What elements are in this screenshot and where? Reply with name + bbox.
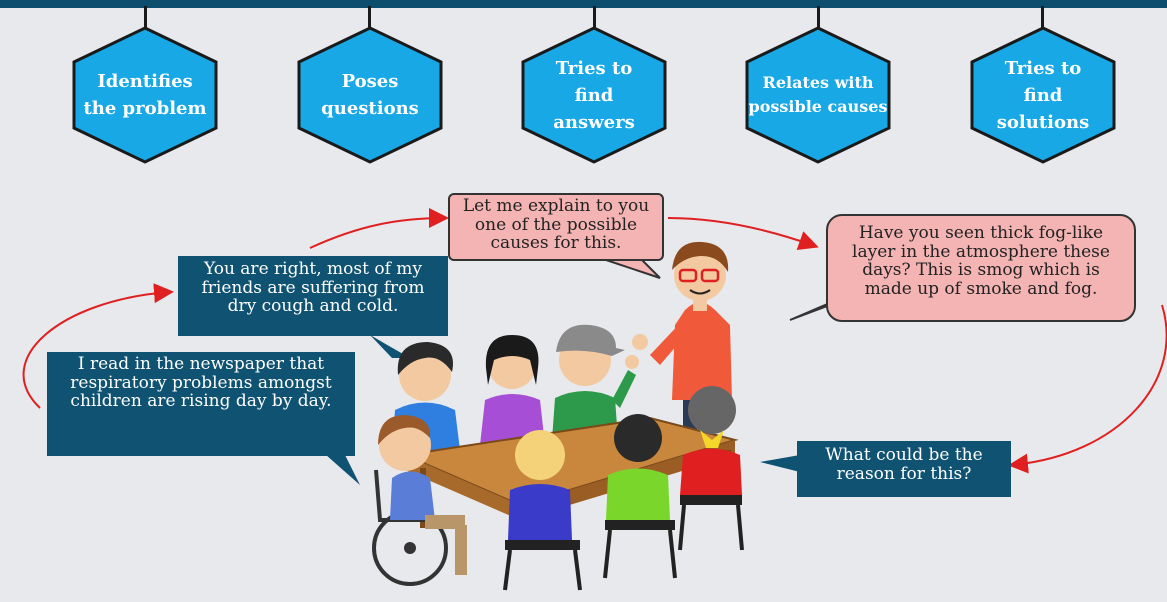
step-label: Poses questions	[321, 71, 419, 119]
bubble-tail	[760, 455, 800, 472]
step-connector	[144, 6, 147, 34]
wheelchair-child	[372, 415, 467, 586]
cycle-arrow	[309, 208, 449, 249]
child-figure	[480, 335, 545, 445]
child-figure	[503, 430, 582, 591]
bubble-tail	[599, 257, 661, 279]
top-bar	[0, 0, 1167, 8]
cycle-arrow	[1008, 304, 1167, 474]
child-figure	[678, 386, 744, 551]
step-hexagon-answers: Tries to find answers	[519, 26, 669, 164]
explain-bubble: Let me explain to you one of the possibl…	[448, 193, 664, 261]
cycle-arrow	[667, 217, 819, 251]
child-figure	[603, 414, 677, 579]
cycle-arrow	[22, 283, 174, 409]
step-hexagon-causes: Relates with possible causes	[743, 26, 893, 164]
smog-bubble: Have you seen thick fog-like layer in th…	[826, 214, 1136, 322]
step-hexagon-questions: Poses questions	[295, 26, 445, 164]
step-hexagon-identify: Identifies the problem	[70, 26, 220, 164]
step-hexagon-solutions: Tries to find solutions	[968, 26, 1118, 164]
step-connector	[593, 6, 596, 34]
reason-bubble: What could be the reason for this?	[797, 441, 1011, 497]
newspaper-bubble: I read in the newspaper that respiratory…	[47, 352, 355, 456]
bubble-tail	[370, 335, 410, 358]
step-label: Tries to find solutions	[996, 57, 1090, 133]
friends-bubble: You are right, most of my friends are su…	[178, 256, 448, 336]
step-connector	[368, 6, 371, 34]
step-label: Identifies the problem	[83, 71, 207, 119]
step-label: Tries to find answers	[553, 57, 635, 133]
step-connector	[1041, 6, 1044, 34]
step-label: Relates with possible causes	[748, 73, 888, 116]
step-connector	[817, 6, 820, 34]
